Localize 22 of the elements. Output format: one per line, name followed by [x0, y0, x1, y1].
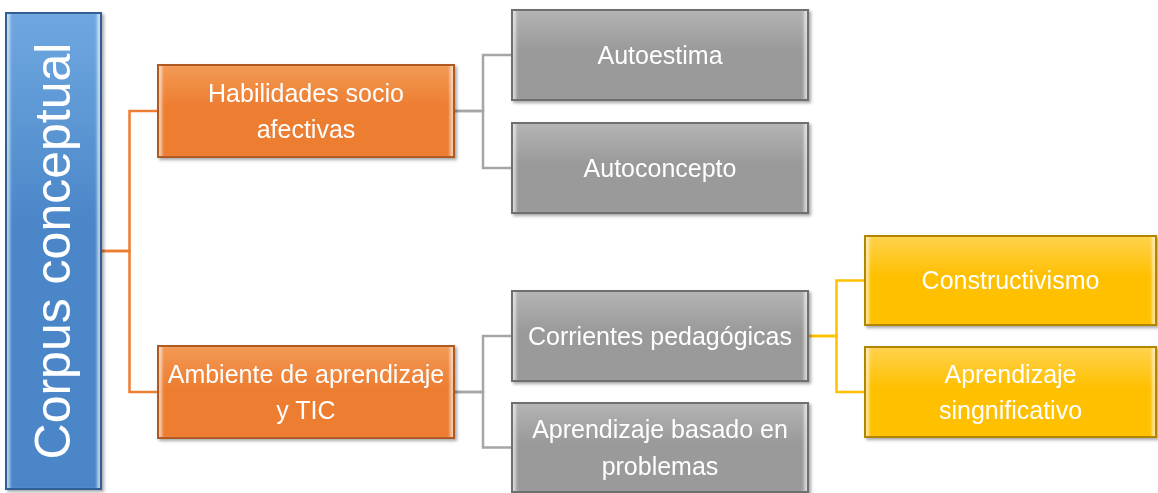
- box-label: Corrientes pedagógicas: [527, 320, 793, 352]
- topic-box: [511, 9, 809, 101]
- box-label: Habilidades socio afectivas: [207, 77, 405, 145]
- topic-box: [864, 235, 1157, 326]
- topic-box: [511, 402, 809, 493]
- box-label: Ambiente de aprendizaje y TIC: [167, 358, 445, 426]
- connector-line: [455, 109, 511, 170]
- topic-box: [511, 290, 809, 382]
- connector-line: [809, 334, 864, 394]
- connector-line: [102, 249, 157, 394]
- box-label: Constructivismo: [921, 265, 1100, 297]
- box-label: Autoestima: [597, 39, 723, 71]
- box-label: Aprendizaje basado en problemas: [531, 414, 789, 482]
- root-label: Corpus conceptual: [24, 42, 83, 460]
- topic-box: [511, 122, 809, 214]
- topic-box: [864, 346, 1157, 438]
- topic-box: [157, 345, 455, 439]
- root-box: [5, 12, 102, 490]
- topic-box: [157, 64, 455, 158]
- box-label: Aprendizaje singnificativo: [937, 358, 1084, 426]
- box-label: Autoconcepto: [583, 152, 737, 184]
- connector-line: [455, 390, 511, 449]
